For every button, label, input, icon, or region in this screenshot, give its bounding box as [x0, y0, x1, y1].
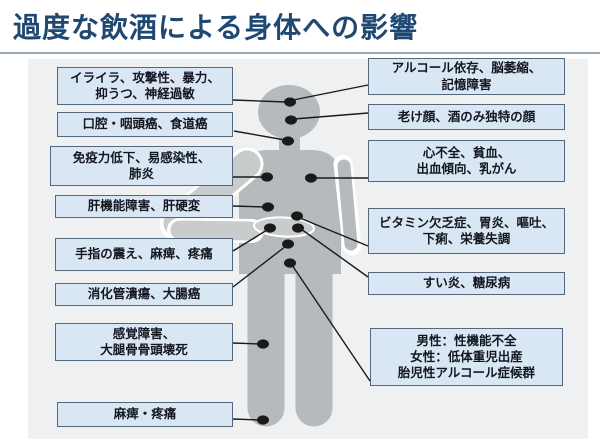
right-box-alcohol-dependence: アルコール依存、脳萎縮、 記憶障害 — [368, 58, 565, 95]
title-underline — [0, 52, 600, 54]
left-box-hand-tremor-label: 手指の震え、麻痺、疼痛 — [75, 247, 213, 262]
page-title: 過度な飲酒による身体への影響 — [13, 12, 419, 43]
right-box-pancreatitis-label: すい炎、糖尿病 — [422, 276, 511, 291]
right-box-pancreatitis: すい炎、糖尿病 — [368, 272, 565, 295]
left-box-mental-effects-label: イライラ、攻撃性、暴力、 抑うつ、神経過敏 — [70, 70, 220, 101]
head-shape — [258, 85, 320, 139]
left-box-gi-ulcer-label: 消化管潰瘍、大腸癌 — [87, 287, 201, 302]
left-box-leg-paralysis: 麻痺・疼痛 — [57, 402, 233, 427]
left-box-mental-effects: イライラ、攻撃性、暴力、 抑うつ、神経過敏 — [57, 67, 233, 105]
right-box-alcohol-dependence-label: アルコール依存、脳萎縮、 記憶障害 — [391, 61, 542, 92]
left-box-liver-label: 肝機能障害、肝硬変 — [87, 199, 201, 214]
left-box-sensory: 感覚障害、 大腿骨骨頭壊死 — [55, 323, 233, 361]
left-box-liver: 肝機能障害、肝硬変 — [55, 195, 233, 218]
right-box-heart-label: 心不全、貧血、 出血傾向、乳がん — [416, 145, 517, 176]
right-box-vitamin-deficiency: ビタミン欠乏症、胃炎、嘔吐、 下痢、栄養失調 — [368, 208, 565, 254]
right-arm-shape — [333, 154, 362, 256]
left-box-hand-tremor: 手指の震え、麻痺、疼痛 — [55, 238, 233, 271]
left-box-oral-cancer-label: 口腔・咽頭癌、食道癌 — [82, 117, 208, 132]
right-box-aged-face: 老け顔、酒のみ独特の顔 — [368, 104, 565, 130]
left-box-oral-cancer: 口腔・咽頭癌、食道癌 — [57, 112, 233, 137]
right-box-reproductive: 男性：性機能不全 女性：低体重児出産 胎児性アルコール症候群 — [370, 328, 563, 386]
left-box-immunity: 免疫力低下、易感染性、 肺炎 — [50, 146, 233, 186]
right-box-heart: 心不全、貧血、 出血傾向、乳がん — [368, 140, 565, 182]
left-box-sensory-label: 感覚障害、 大腿骨骨頭壊死 — [100, 326, 188, 357]
left-box-immunity-label: 免疫力低下、易感染性、 肺炎 — [72, 150, 211, 181]
left-box-leg-paralysis-label: 麻痺・疼痛 — [113, 407, 177, 422]
right-box-vitamin-deficiency-label: ビタミン欠乏症、胃炎、嘔吐、 下痢、栄養失調 — [378, 215, 554, 246]
right-box-aged-face-label: 老け顔、酒のみ独特の顔 — [397, 109, 536, 124]
legs-shape — [247, 239, 333, 427]
left-box-gi-ulcer: 消化管潰瘍、大腸癌 — [55, 283, 233, 306]
right-box-reproductive-label: 男性：性機能不全 女性：低体重児出産 胎児性アルコール症候群 — [397, 333, 536, 381]
